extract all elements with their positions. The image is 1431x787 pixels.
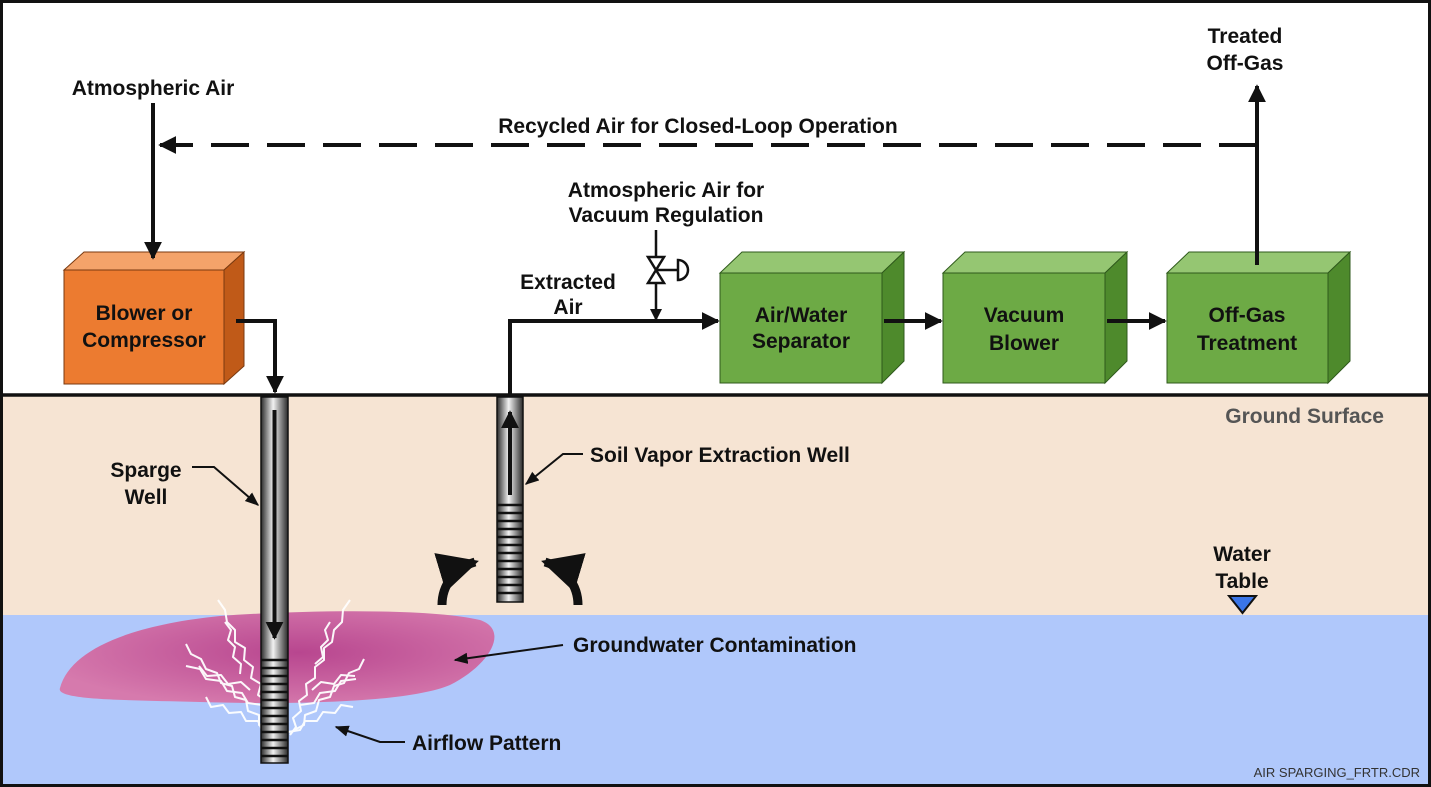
sparge-well-label-line2: Well: [125, 486, 168, 509]
vacuum-regulation-label-line1: Atmospheric Air for: [568, 179, 764, 202]
vacuum-blower-label-line1: Vacuum: [984, 304, 1065, 327]
soil-zone: [0, 395, 1431, 615]
sparge-well: [260, 396, 289, 764]
credit-label: AIR SPARGING_FRTR.CDR: [1254, 765, 1420, 780]
airflow-leader: [334, 725, 405, 743]
blower-label-line1: Blower or: [96, 302, 193, 325]
recycled-air-label: Recycled Air for Closed-Loop Operation: [498, 115, 897, 138]
sve-well: [496, 396, 524, 603]
air-water-separator-box: Air/Water Separator: [718, 250, 906, 385]
sve-well-label: Soil Vapor Extraction Well: [590, 444, 850, 467]
valve-icon: [645, 255, 690, 285]
separator-label-line1: Air/Water: [755, 304, 848, 327]
extracted-air-label-line1: Extracted: [520, 271, 616, 294]
soil-vapor-arrow-right: [541, 553, 586, 606]
vacuum-regulation-label-line2: Vacuum Regulation: [569, 204, 764, 227]
sve-well-leader: [524, 453, 583, 485]
groundwater-contamination-label: Groundwater Contamination: [573, 634, 857, 657]
offgas-treatment-box: Off-Gas Treatment: [1165, 250, 1352, 385]
water-table-label-line2: Table: [1215, 570, 1268, 593]
extracted-air-line: [508, 312, 720, 394]
ground-surface-label: Ground Surface: [1225, 405, 1384, 428]
sparge-well-leader: [192, 466, 260, 506]
blower-to-sparge-arrow: [236, 319, 284, 394]
atmospheric-air-label: Atmospheric Air: [72, 77, 235, 100]
treated-offgas-label-line2: Off-Gas: [1206, 52, 1283, 75]
vacuum-regulation-arrowhead: [650, 309, 662, 321]
contamination-leader: [453, 644, 564, 664]
offgas-label-line2: Treatment: [1197, 332, 1297, 355]
blower-compressor-box: Blower or Compressor: [62, 250, 246, 386]
separator-label-line2: Separator: [752, 330, 850, 353]
offgas-label-line1: Off-Gas: [1208, 304, 1285, 327]
soil-vapor-arrow-left: [434, 553, 479, 606]
sparge-well-label-line1: Sparge: [110, 459, 181, 482]
vacuum-blower-box: Vacuum Blower: [941, 250, 1129, 385]
treated-offgas-label-line1: Treated: [1208, 25, 1283, 48]
extracted-air-label-line2: Air: [553, 296, 582, 319]
water-table-label-line1: Water: [1213, 543, 1271, 566]
water-table-icon: [1226, 595, 1259, 615]
airflow-pattern-label: Airflow Pattern: [412, 732, 561, 755]
vacuum-blower-label-line2: Blower: [989, 332, 1059, 355]
sparge-well-screen: [261, 658, 288, 758]
sve-well-screen: [497, 503, 523, 595]
blower-label-line2: Compressor: [82, 329, 206, 352]
